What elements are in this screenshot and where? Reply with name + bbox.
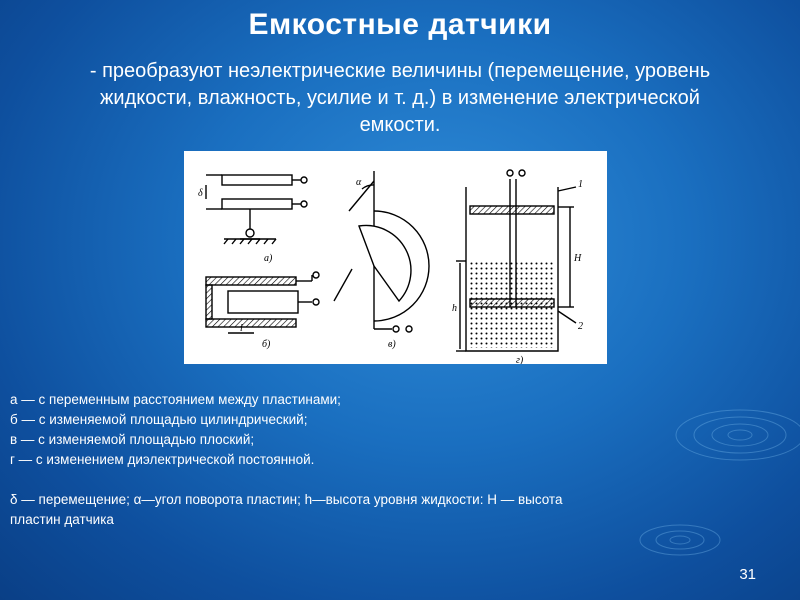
diagram-a bbox=[205, 174, 308, 245]
label-H: H bbox=[573, 253, 582, 264]
caption-v: в — с изменяемой площадью плоский; bbox=[10, 432, 255, 447]
label-alpha: α bbox=[356, 177, 362, 188]
diagram-b bbox=[205, 271, 320, 334]
label-h: h bbox=[452, 303, 457, 314]
label-2: 2 bbox=[578, 321, 583, 332]
diagram-g bbox=[456, 169, 577, 352]
label-b: б) bbox=[262, 339, 271, 350]
subtitle-line: - преобразуют неэлектрические величины (… bbox=[89, 60, 711, 82]
label-a: а) bbox=[264, 253, 273, 264]
subtitle-line: емкости. bbox=[359, 114, 441, 136]
slide-subtitle: - преобразуют неэлектрические величины (… bbox=[20, 58, 780, 139]
figure-captions: а — с переменным расстоянием между пласт… bbox=[10, 390, 770, 530]
slide-title: Емкостные датчики bbox=[248, 8, 552, 41]
label-g: г) bbox=[516, 355, 524, 364]
label-v: в) bbox=[388, 339, 396, 350]
sensor-diagrams: а) б) в) г) δ α l h H 1 2 bbox=[198, 169, 583, 364]
legend-line: δ — перемещение; α—угол поворота пластин… bbox=[10, 492, 563, 507]
label-l: l bbox=[240, 323, 243, 334]
label-delta: δ bbox=[198, 188, 203, 199]
subtitle-line: жидкости, влажность, усилие и т. д.) в и… bbox=[100, 87, 700, 109]
caption-b: б — с изменяемой площадью цилиндрический… bbox=[10, 412, 308, 427]
legend-line: пластин датчика bbox=[10, 512, 114, 527]
caption-g: г — с изменением диэлектрической постоян… bbox=[10, 452, 315, 467]
caption-a: а — с переменным расстоянием между пласт… bbox=[10, 392, 341, 407]
diagram-v bbox=[333, 171, 430, 333]
label-1: 1 bbox=[578, 179, 583, 190]
sensor-diagrams-figure: а) б) в) г) δ α l h H 1 2 bbox=[184, 151, 607, 364]
page-number: 31 bbox=[739, 566, 756, 583]
